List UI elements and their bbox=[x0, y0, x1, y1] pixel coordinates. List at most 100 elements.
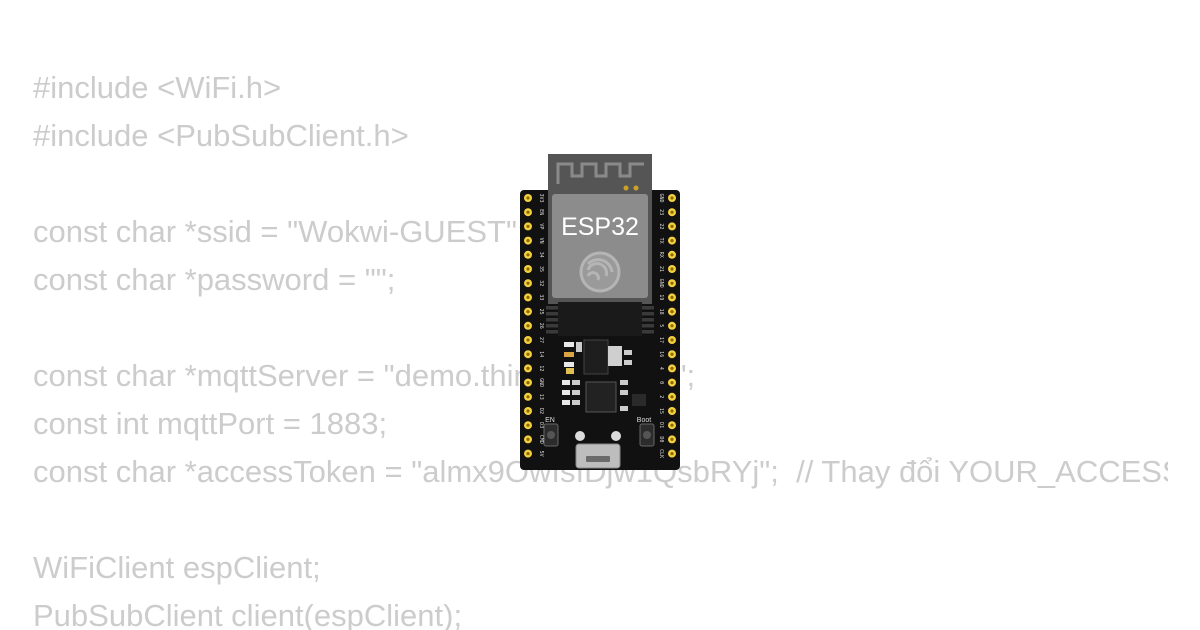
castellation bbox=[642, 318, 654, 322]
pin-label: 32 bbox=[538, 280, 544, 286]
code-editor[interactable]: #include <WiFi.h> #include <PubSubClient.… bbox=[33, 64, 1168, 630]
pin-label: 22 bbox=[658, 223, 664, 229]
pin-hole bbox=[670, 324, 674, 328]
code-line[interactable] bbox=[33, 496, 1168, 544]
pin-hole bbox=[526, 437, 530, 441]
pin-label: 34 bbox=[538, 252, 544, 258]
pin-hole bbox=[526, 423, 530, 427]
boot-button-cap[interactable] bbox=[643, 431, 651, 439]
pin-header-left[interactable]: 3V3ENVPVN343532332526271412GND13D2D3CMD5… bbox=[524, 193, 544, 458]
smd-part bbox=[564, 342, 574, 347]
code-line[interactable]: const int mqttPort = 1883; bbox=[33, 406, 388, 441]
smd-part bbox=[566, 368, 574, 374]
pin-hole bbox=[526, 310, 530, 314]
pin-hole bbox=[526, 395, 530, 399]
pin-hole bbox=[670, 338, 674, 342]
smd-part bbox=[624, 360, 632, 365]
pin-label: 13 bbox=[538, 394, 544, 400]
pin-hole bbox=[526, 409, 530, 413]
pin-hole bbox=[526, 352, 530, 356]
pin-hole bbox=[670, 310, 674, 314]
pin-label: D0 bbox=[658, 436, 664, 442]
pin-label: D2 bbox=[538, 408, 544, 414]
module-dot-1 bbox=[623, 185, 629, 191]
castellation bbox=[546, 306, 558, 310]
castellation bbox=[642, 306, 654, 310]
castellation bbox=[642, 312, 654, 316]
pin-label: 21 bbox=[658, 266, 664, 272]
smd-part bbox=[562, 380, 570, 385]
usb-tab-left bbox=[575, 431, 585, 441]
en-button-cap[interactable] bbox=[547, 431, 555, 439]
pin-hole bbox=[670, 224, 674, 228]
smd-parts bbox=[562, 342, 646, 411]
pin-hole bbox=[526, 452, 530, 456]
pin-hole bbox=[526, 381, 530, 385]
smd-part bbox=[576, 342, 582, 352]
esp32-board-drawing: ESP32 EN Boot bbox=[520, 154, 680, 470]
smd-part bbox=[572, 390, 580, 395]
castellation bbox=[642, 330, 654, 334]
pin-label: VN bbox=[538, 238, 544, 244]
code-line[interactable]: const char *password = ""; bbox=[33, 262, 396, 297]
castellation bbox=[546, 312, 558, 316]
smd-part bbox=[572, 380, 580, 385]
pin-label: 19 bbox=[658, 294, 664, 300]
pin-hole bbox=[526, 196, 530, 200]
pin-hole bbox=[670, 395, 674, 399]
pin-hole bbox=[670, 196, 674, 200]
module-dot-2 bbox=[633, 185, 639, 191]
smd-part bbox=[620, 390, 628, 395]
pin-label: D3 bbox=[538, 422, 544, 428]
pin-hole bbox=[670, 253, 674, 257]
smd-part bbox=[624, 350, 632, 355]
pin-label: 15 bbox=[658, 408, 664, 414]
boot-label: Boot bbox=[637, 417, 651, 424]
pin-hole bbox=[670, 352, 674, 356]
pin-label: 5V bbox=[538, 451, 544, 457]
code-line[interactable]: PubSubClient client(espClient); bbox=[33, 598, 463, 630]
pin-hole bbox=[670, 381, 674, 385]
chip-label: ESP32 bbox=[561, 213, 639, 241]
code-line[interactable]: WiFiClient espClient; bbox=[33, 550, 321, 585]
pin-label: 16 bbox=[658, 351, 664, 357]
smd-part bbox=[620, 406, 628, 411]
pin-label: TX bbox=[658, 238, 664, 244]
smd-part bbox=[620, 380, 628, 385]
smd-part bbox=[572, 400, 580, 405]
smd-part bbox=[564, 362, 574, 367]
module-castellations bbox=[546, 302, 654, 336]
code-line[interactable]: const char *accessToken = "almx9OwIsIDjw… bbox=[33, 454, 1168, 489]
pin-label: 5 bbox=[658, 324, 664, 327]
pin-label: 3V3 bbox=[538, 193, 544, 202]
pin-label: 18 bbox=[658, 309, 664, 315]
pin-hole bbox=[526, 295, 530, 299]
pin-hole bbox=[670, 281, 674, 285]
pin-label: EN bbox=[538, 209, 544, 215]
pin-label: GND bbox=[658, 279, 664, 288]
code-line[interactable]: #include <PubSubClient.h> bbox=[33, 118, 409, 153]
pin-hole bbox=[526, 267, 530, 271]
code-line[interactable]: const char *ssid = "Wokwi-GUEST"; bbox=[33, 214, 526, 249]
pin-hole bbox=[670, 267, 674, 271]
pin-hole bbox=[526, 281, 530, 285]
esp32-board[interactable]: ESP32 EN Boot bbox=[520, 154, 680, 470]
smd-part bbox=[562, 400, 570, 405]
ldo-regulator bbox=[583, 339, 609, 375]
pin-hole bbox=[526, 224, 530, 228]
pin-hole bbox=[670, 295, 674, 299]
smd-part bbox=[562, 390, 570, 395]
smd-part bbox=[564, 352, 574, 357]
pin-hole bbox=[526, 324, 530, 328]
usb-opening bbox=[586, 456, 610, 462]
antenna-trace bbox=[556, 162, 644, 184]
castellation bbox=[642, 324, 654, 328]
code-line[interactable]: #include <WiFi.h> bbox=[33, 70, 282, 105]
pin-label: 12 bbox=[538, 365, 544, 371]
castellation bbox=[546, 324, 558, 328]
pin-hole bbox=[670, 239, 674, 243]
pin-label: 14 bbox=[538, 351, 544, 357]
pin-label: 35 bbox=[538, 266, 544, 272]
pin-label: VP bbox=[538, 223, 544, 229]
